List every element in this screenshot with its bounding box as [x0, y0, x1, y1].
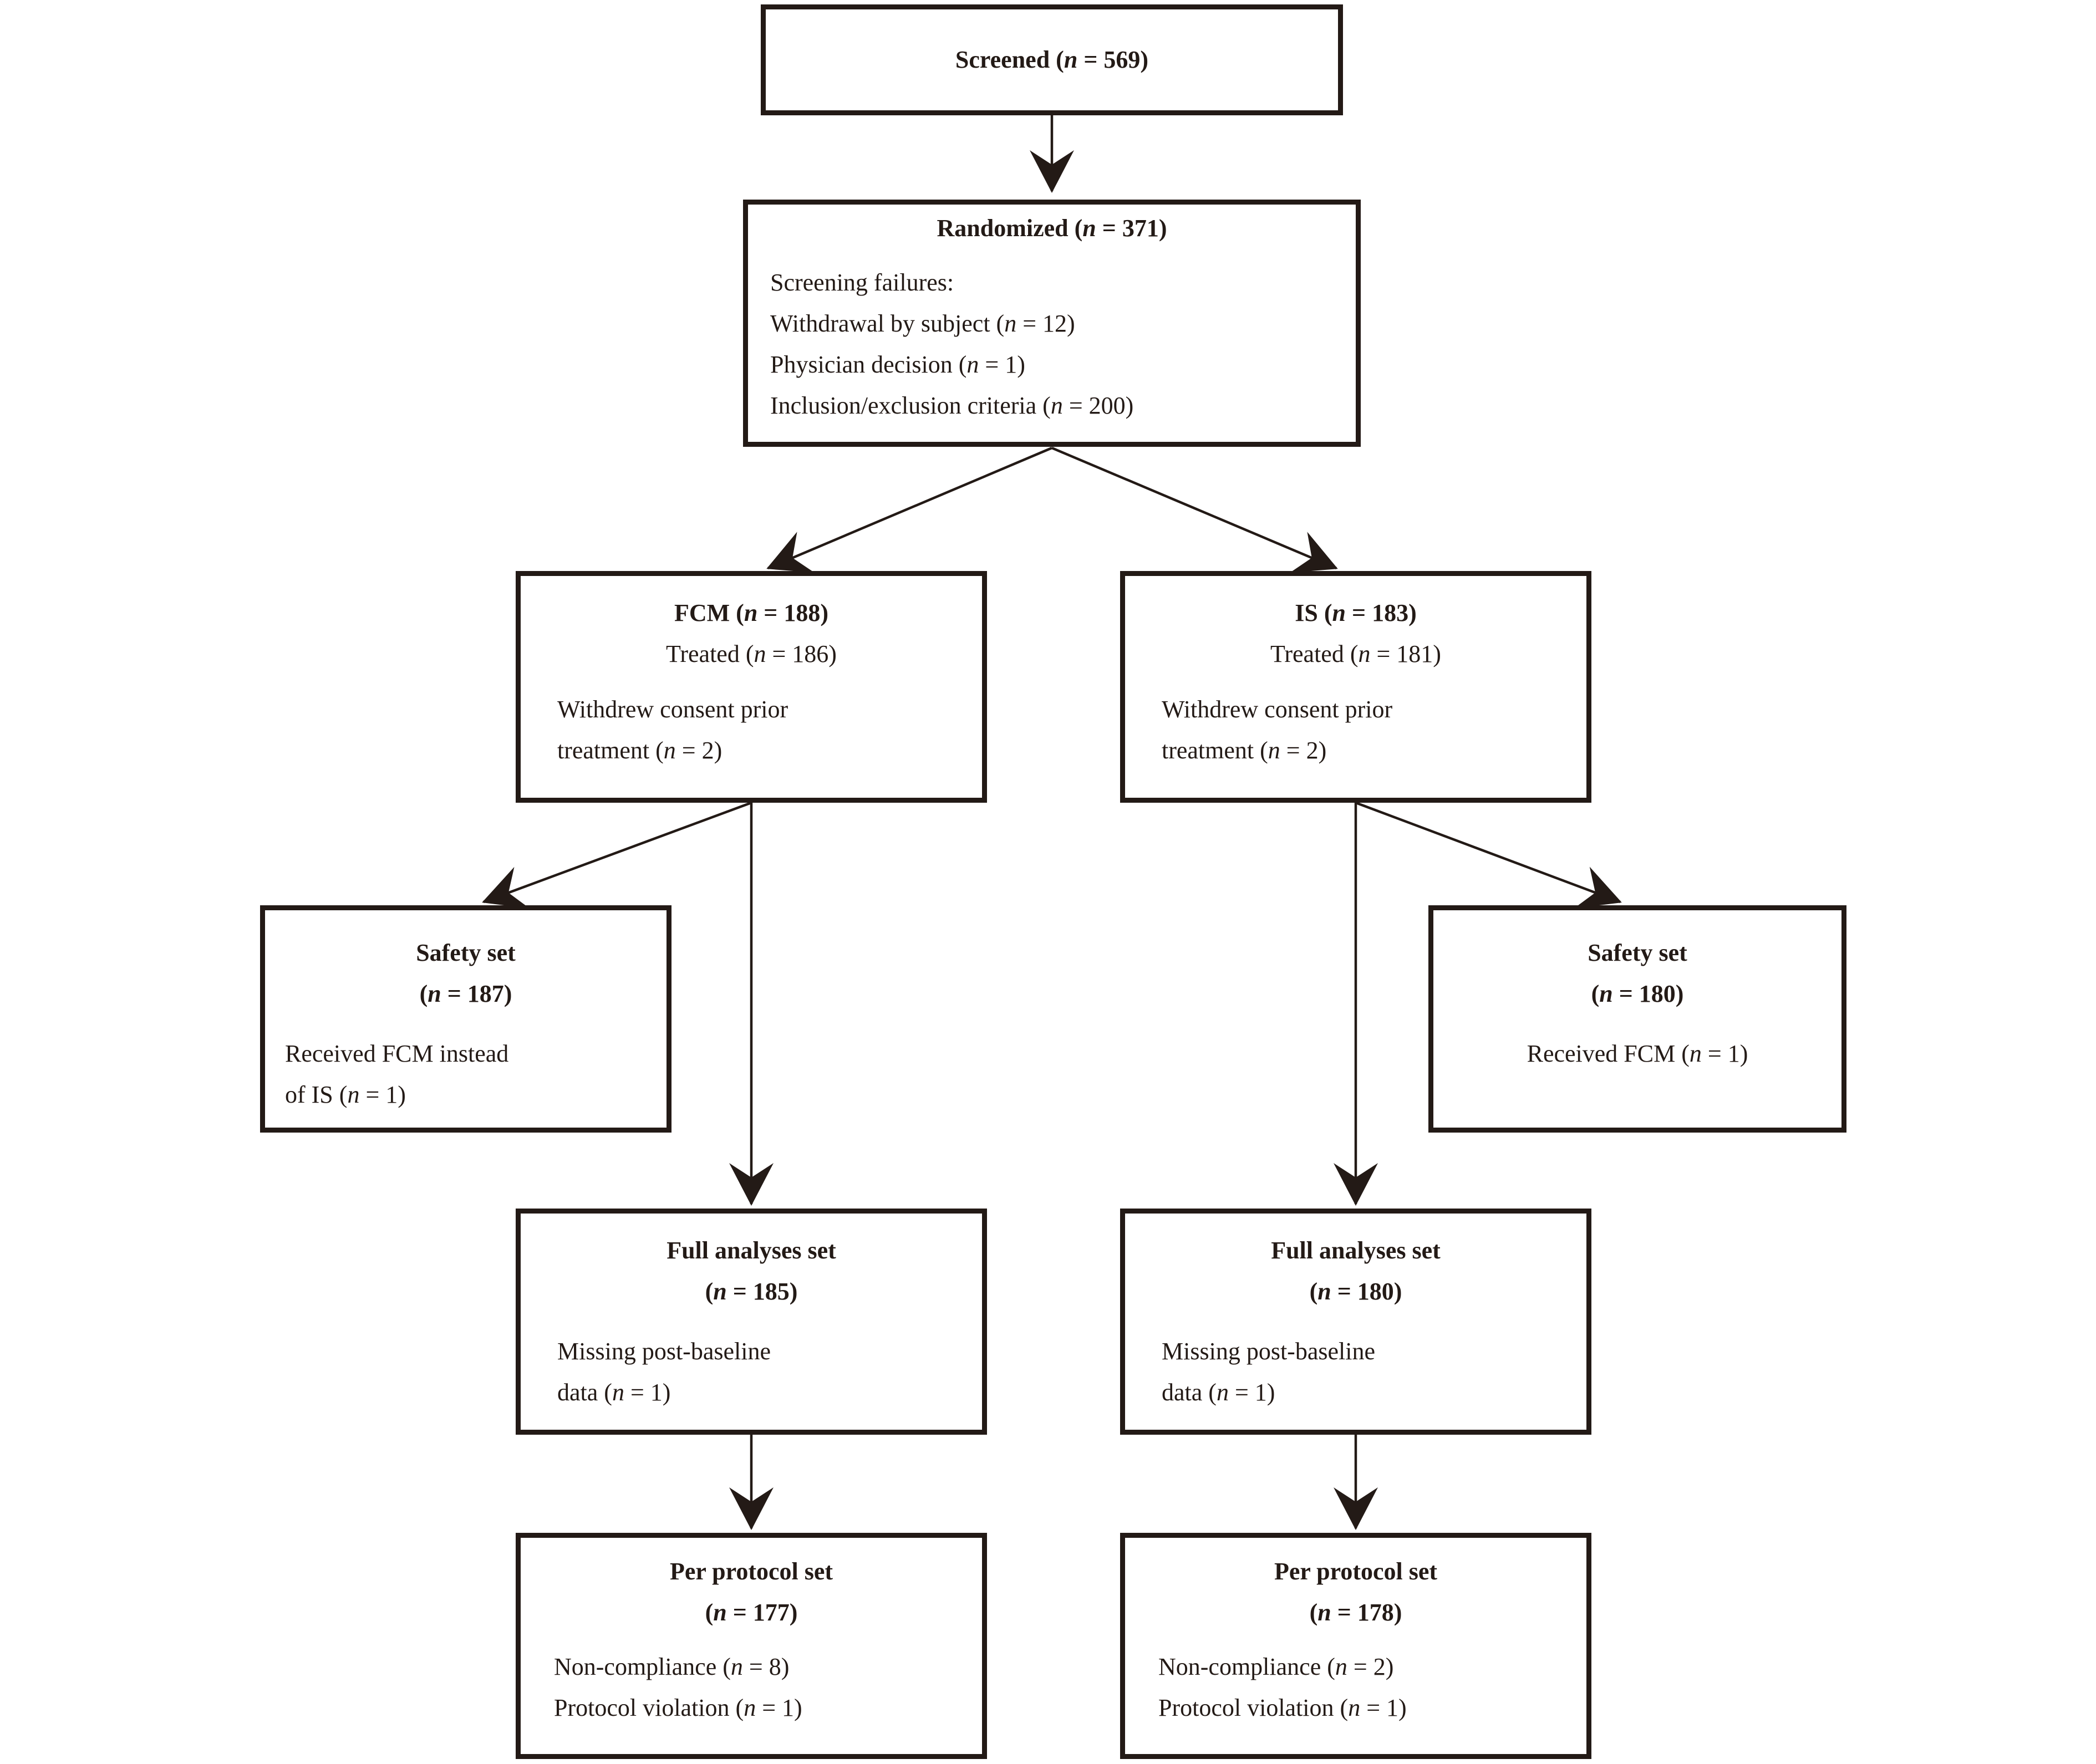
node-fas-fcm-line: data (n = 1): [557, 1379, 671, 1406]
node-full-analyses-set-is: Full analyses set (n = 180) Missing post…: [1120, 1209, 1591, 1435]
node-randomized-line: Withdrawal by subject (n = 12): [770, 310, 1075, 337]
node-fas-is-count: (n = 180): [1309, 1278, 1402, 1305]
node-randomized-title: Randomized (n = 371): [937, 215, 1167, 242]
node-pps-is-line: Non-compliance (n = 2): [1158, 1653, 1394, 1680]
node-randomized: Randomized (n = 371) Screening failures:…: [743, 200, 1361, 447]
node-pps-fcm-line: Protocol violation (n = 1): [554, 1694, 802, 1721]
node-is-line: Withdrew consent prior: [1162, 696, 1393, 723]
node-safety-is-count: (n = 180): [1591, 980, 1684, 1007]
node-pps-is-line: Protocol violation (n = 1): [1158, 1694, 1407, 1721]
node-safety-fcm-title: Safety set: [416, 939, 516, 966]
arrow-is-to-safety-set: [1355, 801, 1622, 909]
arrow-fcm-to-safety-set: [482, 801, 752, 909]
node-fas-fcm-title: Full analyses set: [667, 1237, 836, 1264]
node-safety-set-fcm: Safety set (n = 187) Received FCM instea…: [260, 905, 671, 1133]
node-safety-fcm-line: Received FCM instead: [285, 1040, 509, 1067]
node-safety-set-is: Safety set (n = 180) Received FCM (n = 1…: [1428, 905, 1846, 1133]
node-pps-is-title: Per protocol set: [1274, 1558, 1438, 1585]
node-per-protocol-set-fcm: Per protocol set (n = 177) Non-complianc…: [516, 1533, 987, 1759]
arrow-randomized-to-is: [1051, 446, 1338, 573]
node-per-protocol-set-is: Per protocol set (n = 178) Non-complianc…: [1120, 1533, 1591, 1759]
node-fcm-line: Withdrew consent prior: [557, 696, 788, 723]
arrow-randomized-to-fcm: [766, 446, 1052, 573]
node-pps-fcm-title: Per protocol set: [669, 1558, 833, 1585]
node-is-treated: Treated (n = 181): [1270, 640, 1441, 667]
node-randomized-line: Physician decision (n = 1): [770, 351, 1025, 378]
node-screened: Screened (n = 569): [761, 4, 1343, 115]
node-safety-fcm-line: of IS (n = 1): [285, 1081, 406, 1108]
node-fcm-arm: FCM (n = 188) Treated (n = 186) Withdrew…: [516, 571, 987, 803]
node-screened-title: Screened (n = 569): [955, 46, 1149, 73]
node-fas-is-line: data (n = 1): [1162, 1379, 1275, 1406]
node-randomized-line: Inclusion/exclusion criteria (n = 200): [770, 392, 1134, 419]
node-fcm-line: treatment (n = 2): [557, 737, 723, 764]
node-fas-fcm-line: Missing post-baseline: [557, 1338, 771, 1365]
node-is-arm: IS (n = 183) Treated (n = 181) Withdrew …: [1120, 571, 1591, 803]
node-is-line: treatment (n = 2): [1162, 737, 1327, 764]
node-randomized-line: Screening failures:: [770, 269, 954, 296]
node-safety-is-line: Received FCM (n = 1): [1527, 1040, 1748, 1067]
node-fas-is-line: Missing post-baseline: [1162, 1338, 1375, 1365]
node-safety-is-title: Safety set: [1588, 939, 1687, 966]
node-safety-fcm-count: (n = 187): [419, 980, 512, 1007]
node-pps-fcm-line: Non-compliance (n = 8): [554, 1653, 790, 1680]
node-fas-fcm-count: (n = 185): [705, 1278, 798, 1305]
node-pps-fcm-count: (n = 177): [705, 1599, 798, 1626]
node-pps-is-count: (n = 178): [1309, 1599, 1402, 1626]
node-fcm-treated: Treated (n = 186): [666, 640, 837, 667]
node-full-analyses-set-fcm: Full analyses set (n = 185) Missing post…: [516, 1209, 987, 1435]
node-fas-is-title: Full analyses set: [1271, 1237, 1441, 1264]
node-is-title: IS (n = 183): [1295, 599, 1417, 626]
node-fcm-title: FCM (n = 188): [674, 599, 829, 626]
